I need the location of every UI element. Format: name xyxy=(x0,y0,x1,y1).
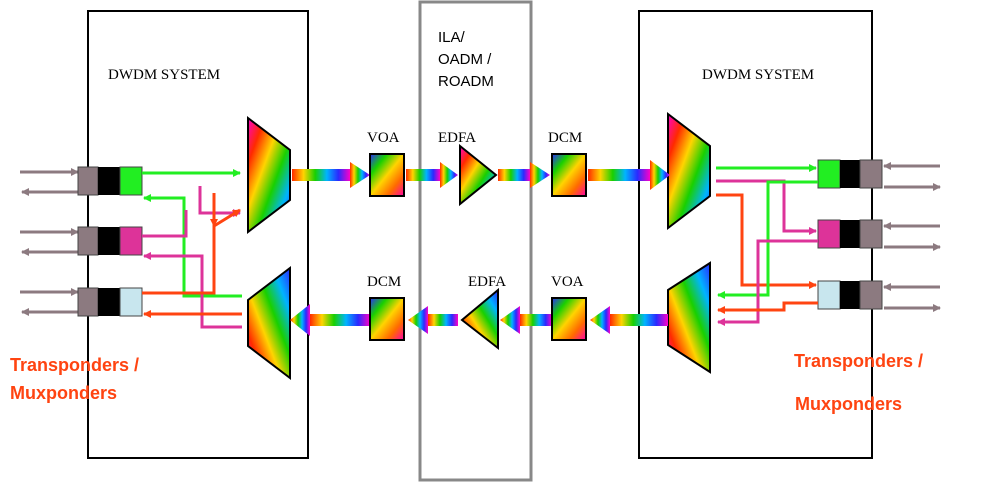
middle-node-label-line3: ROADM xyxy=(438,73,494,90)
right-external-fibers xyxy=(883,162,941,312)
top-edfa-amplifier xyxy=(459,143,498,207)
right-transponder-lightblue xyxy=(817,280,883,310)
left-transponder-green xyxy=(77,166,143,196)
right-caption-line1: Transponders / xyxy=(794,351,923,371)
right-system-label: DWDM SYSTEM xyxy=(702,67,814,83)
left-caption-line1: Transponders / xyxy=(10,355,139,375)
left-transponder-magenta xyxy=(77,226,143,256)
right-transponder-magenta xyxy=(817,219,883,249)
left-demux-trapezoid xyxy=(247,265,291,381)
left-external-fibers xyxy=(20,168,79,316)
bottom-rainbow-fiber xyxy=(290,304,668,336)
bottom-voa-component xyxy=(551,297,587,341)
left-mux-trapezoid xyxy=(247,115,291,235)
left-internal-paths xyxy=(142,169,242,329)
middle-node-box xyxy=(418,0,533,482)
top-voa-component xyxy=(369,153,405,197)
bottom-voa-label: VOA xyxy=(551,274,584,290)
left-caption-line2: Muxponders xyxy=(10,383,117,403)
middle-node-label-line1: ILA/ xyxy=(438,29,466,46)
top-dcm-component xyxy=(551,153,587,197)
left-transponder-lightblue xyxy=(77,287,143,317)
bottom-edfa-label: EDFA xyxy=(468,274,506,290)
top-rainbow-fiber xyxy=(292,160,670,190)
left-system-label: DWDM SYSTEM xyxy=(108,67,220,83)
right-transponder-green xyxy=(817,159,883,189)
right-internal-paths xyxy=(716,164,818,326)
right-demux-trapezoid xyxy=(667,111,711,231)
right-caption-line2: Muxponders xyxy=(795,394,902,414)
right-mux-trapezoid xyxy=(667,261,711,374)
middle-node-label-line2: OADM / xyxy=(438,51,492,68)
top-edfa-label: EDFA xyxy=(438,130,476,146)
bottom-edfa-amplifier xyxy=(460,287,499,351)
top-dcm-label: DCM xyxy=(548,130,582,146)
bottom-dcm-component xyxy=(369,297,405,341)
bottom-dcm-label: DCM xyxy=(367,274,401,290)
top-voa-label: VOA xyxy=(367,130,400,146)
